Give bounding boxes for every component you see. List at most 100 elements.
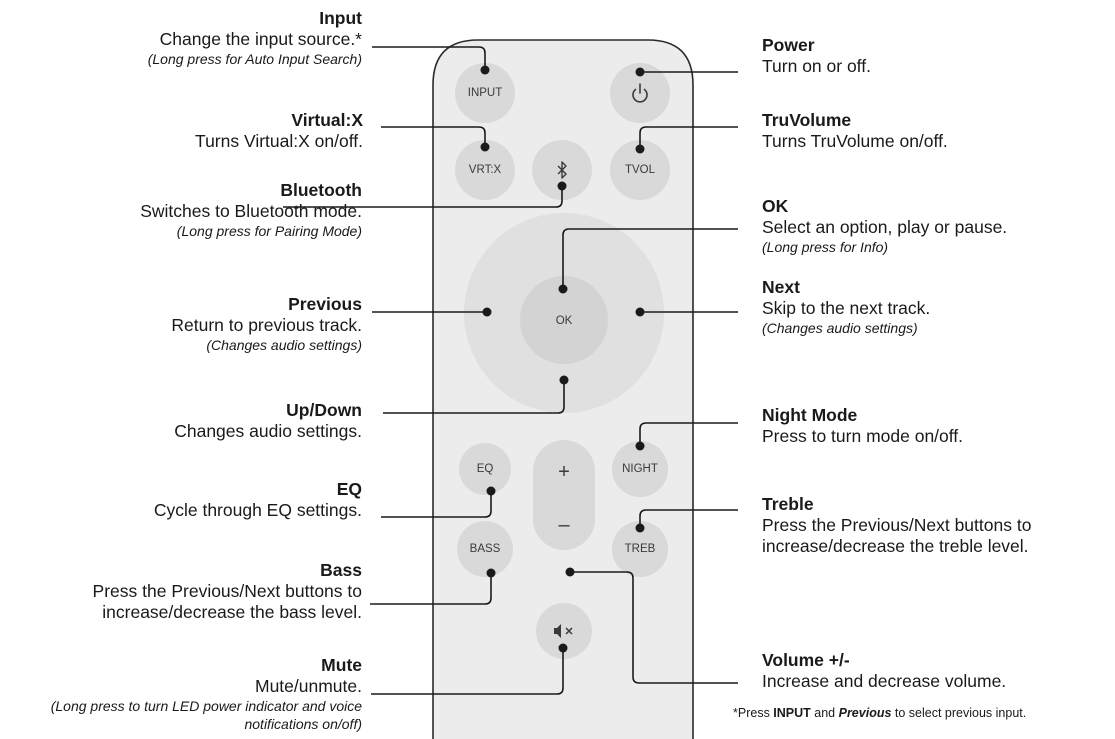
dot-down	[559, 375, 569, 385]
callout-power-desc: Turn on or off.	[762, 56, 871, 76]
callout-volume: Volume +/- Increase and decrease volume.	[762, 650, 1006, 692]
dot-eq	[486, 486, 496, 496]
callout-next-title: Next	[762, 277, 800, 297]
callout-next-note: (Changes audio settings)	[762, 320, 918, 336]
mute-button[interactable]	[536, 603, 592, 659]
leader-eq	[381, 491, 492, 518]
leader-dots	[480, 65, 645, 653]
dot-mute	[558, 643, 568, 653]
callout-power: Power Turn on or off.	[762, 35, 871, 77]
callout-volume-title: Volume +/-	[762, 650, 850, 670]
leader-bass	[370, 573, 492, 605]
callout-mute-title: Mute	[321, 655, 362, 675]
leader-input	[372, 46, 486, 70]
ok-button[interactable]	[520, 276, 608, 364]
power-icon	[632, 83, 648, 103]
callout-previous-note: (Changes audio settings)	[206, 337, 362, 353]
callout-next-desc: Skip to the next track.	[762, 298, 931, 318]
callout-ok-desc: Select an option, play or pause.	[762, 217, 1008, 237]
callout-updown: Up/Down Changes audio settings.	[174, 400, 362, 442]
callout-treble-title: Treble	[762, 494, 814, 514]
volume-rocker[interactable]	[533, 440, 595, 550]
bluetooth-button[interactable]	[532, 140, 592, 200]
footnote-and: and	[810, 706, 839, 720]
night-button-label: NIGHT	[622, 463, 658, 475]
dot-previous	[482, 307, 492, 317]
callout-bass-title: Bass	[320, 560, 362, 580]
leader-ok	[562, 228, 738, 289]
dot-treb	[635, 523, 645, 533]
volume-up-label: +	[558, 461, 570, 483]
callout-ok-note: (Long press for Info)	[762, 239, 889, 255]
vrtx-button[interactable]: VRT:X	[455, 140, 515, 200]
callout-previous: Previous Return to previous track. (Chan…	[171, 294, 362, 354]
bluetooth-icon	[557, 161, 567, 179]
callout-bluetooth-note: (Long press for Pairing Mode)	[176, 223, 362, 239]
tvol-button[interactable]: TVOL	[610, 140, 670, 200]
callout-previous-title: Previous	[288, 294, 362, 314]
callout-bluetooth-desc: Switches to Bluetooth mode.	[140, 201, 362, 221]
callout-treble: Treble Press the Previous/Next buttons t…	[762, 494, 1112, 557]
callout-bluetooth: Bluetooth Switches to Bluetooth mode. (L…	[140, 180, 362, 240]
mute-icon	[554, 624, 573, 638]
callout-mute-note: (Long press to turn LED power indicator …	[50, 698, 362, 732]
dot-bluetooth	[557, 181, 567, 191]
dot-volume	[565, 567, 575, 577]
callout-updown-desc: Changes audio settings.	[174, 421, 362, 441]
tvol-button-label: TVOL	[625, 164, 656, 176]
dot-bass	[486, 568, 496, 578]
callout-bass: Bass Press the Previous/Next buttons to …	[12, 560, 362, 623]
dot-vrtx	[480, 142, 490, 152]
leader-treble	[639, 509, 738, 528]
callout-virtualx-desc: Turns Virtual:X on/off.	[195, 131, 363, 151]
callout-treble-desc: Press the Previous/Next buttons to incre…	[762, 515, 1032, 556]
dot-tvol	[635, 144, 645, 154]
treb-button-label: TREB	[625, 543, 656, 555]
callout-input-title: Input	[319, 8, 362, 28]
callout-input-note: (Long press for Auto Input Search)	[147, 51, 362, 67]
input-button-label: INPUT	[468, 87, 503, 99]
volume-down-label: –	[558, 514, 570, 536]
leader-night	[639, 422, 738, 446]
callout-next: Next Skip to the next track. (Changes au…	[762, 277, 930, 337]
dot-next	[635, 307, 645, 317]
callout-eq-title: EQ	[336, 479, 362, 499]
dot-input	[480, 65, 490, 75]
leader-mute	[371, 648, 564, 695]
leader-virtualx	[381, 126, 486, 147]
callout-bass-desc: Press the Previous/Next buttons to incre…	[92, 581, 362, 622]
callout-night-desc: Press to turn mode on/off.	[762, 426, 964, 446]
footnote-prefix: *Press	[733, 706, 774, 720]
callout-ok-title: OK	[762, 196, 789, 216]
callout-bluetooth-title: Bluetooth	[280, 180, 362, 200]
callout-night: Night Mode Press to turn mode on/off.	[762, 405, 963, 447]
leader-lines	[283, 46, 738, 695]
callout-updown-title: Up/Down	[286, 400, 362, 420]
leader-bluetooth	[283, 186, 563, 208]
vrtx-button-label: VRT:X	[469, 164, 502, 176]
callout-volume-desc: Increase and decrease volume.	[762, 671, 1007, 691]
footnote-input: INPUT	[773, 706, 811, 720]
callout-virtualx-title: Virtual:X	[291, 110, 363, 130]
leader-truvolume	[639, 126, 738, 149]
power-button[interactable]	[610, 63, 670, 123]
leader-updown	[383, 380, 565, 414]
night-button[interactable]: NIGHT	[612, 441, 668, 497]
callout-power-title: Power	[762, 35, 815, 55]
bass-button[interactable]: BASS	[457, 521, 513, 577]
leader-volume	[570, 571, 738, 684]
callout-input-desc: Change the input source.*	[159, 29, 362, 49]
ok-button-label: OK	[556, 315, 573, 327]
callout-night-title: Night Mode	[762, 405, 858, 425]
input-button[interactable]: INPUT	[455, 63, 515, 123]
eq-button-label: EQ	[477, 463, 494, 475]
callout-truvolume: TruVolume Turns TruVolume on/off.	[762, 110, 948, 152]
callout-truvolume-desc: Turns TruVolume on/off.	[762, 131, 948, 151]
footnote-suffix: to select previous input.	[891, 706, 1027, 720]
eq-button[interactable]: EQ	[459, 443, 511, 495]
footnote: *Press INPUT and Previous to select prev…	[733, 706, 1026, 720]
callout-eq-desc: Cycle through EQ settings.	[153, 500, 362, 520]
treb-button[interactable]: TREB	[612, 521, 668, 577]
callout-eq: EQ Cycle through EQ settings.	[154, 479, 362, 521]
